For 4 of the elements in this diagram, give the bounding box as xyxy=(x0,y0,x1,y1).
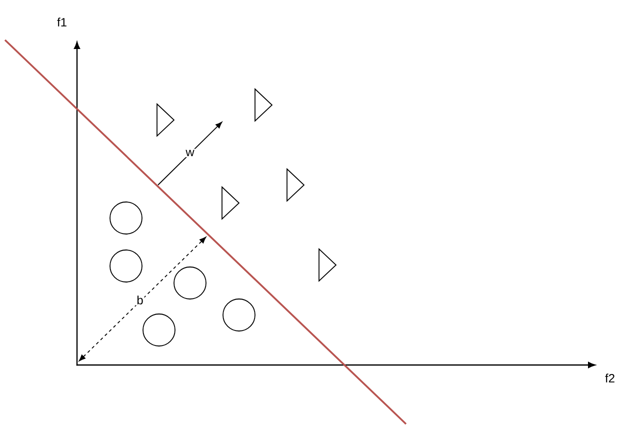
axis-label: f2 xyxy=(605,374,614,382)
axis-label: f1 xyxy=(57,18,66,26)
vector-label: w xyxy=(184,148,196,158)
distance-label: b xyxy=(136,294,144,306)
